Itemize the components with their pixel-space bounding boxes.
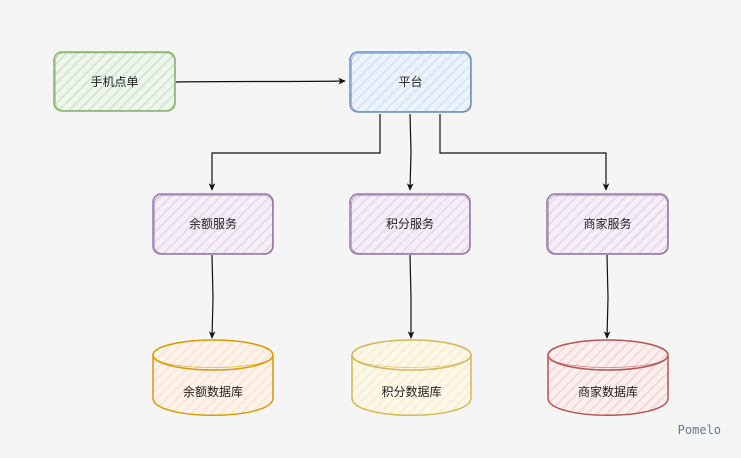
node-balance-service-label: 余额服务 — [189, 216, 237, 231]
edge-points-service-to-db — [407, 254, 415, 339]
node-merchant-db-label: 商家数据库 — [578, 384, 638, 399]
node-mobile-order-label: 手机点单 — [90, 75, 138, 89]
node-points-db[interactable]: 积分数据库 — [351, 339, 472, 416]
node-points-service-label: 积分服务 — [386, 216, 434, 231]
node-merchant-service-label: 商家服务 — [583, 216, 631, 231]
edge-mobile-to-platform — [175, 77, 346, 85]
edge-balance-service-to-db — [208, 254, 216, 339]
watermark-text: Pomelo — [678, 423, 721, 437]
node-points-db-label: 积分数据库 — [381, 384, 441, 399]
node-balance-service[interactable]: 余额服务 — [152, 193, 274, 255]
node-balance-db-label: 余额数据库 — [183, 384, 243, 399]
node-merchant-db[interactable]: 商家数据库 — [547, 339, 669, 416]
node-platform-label: 平台 — [398, 74, 422, 89]
node-balance-db[interactable]: 余额数据库 — [152, 339, 274, 416]
edge-platform-to-balance-service — [208, 114, 381, 191]
node-mobile-order[interactable]: 手机点单 — [53, 51, 176, 112]
edge-platform-to-merchant-service — [439, 114, 610, 191]
edge-merchant-service-to-db — [603, 254, 611, 339]
node-platform[interactable]: 平台 — [349, 51, 472, 113]
node-merchant-service[interactable]: 商家服务 — [546, 193, 669, 255]
edge-platform-to-points-service — [406, 113, 414, 191]
edges — [175, 77, 611, 339]
node-points-service[interactable]: 积分服务 — [349, 193, 471, 255]
